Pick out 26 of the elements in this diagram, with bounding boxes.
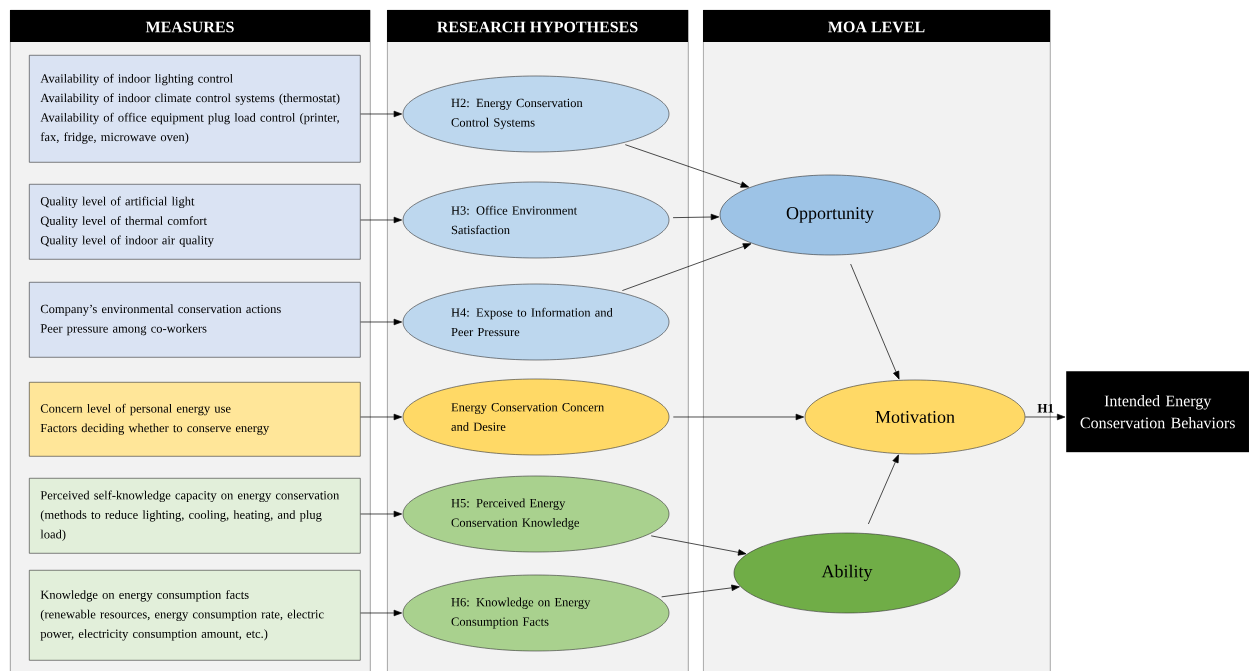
- measure-box: Quality level of artificial light Quality level of thermal comfort Quality level of indoor air quality: [29, 184, 361, 260]
- arrow: [661, 584, 740, 598]
- arrow: [360, 609, 403, 617]
- arrow: [1024, 413, 1066, 421]
- column-header: MOA LEVEL: [703, 10, 1050, 42]
- arrow: [360, 110, 403, 118]
- arrow: [360, 216, 403, 224]
- arrow: [672, 413, 805, 421]
- measure-box: Perceived self-knowledge capacity on energy conservation (methods to reduce lighting, cooling, heating, and plug load): [29, 478, 361, 554]
- measure-box: Company’s environmental conservation actions Peer pressure among co-workers: [29, 282, 361, 358]
- arrow: [650, 535, 747, 556]
- measure-box: Concern level of personal energy use Factors deciding whether to conserve energy: [29, 382, 361, 457]
- measure-box: Knowledge on energy consumption facts (renewable resources, energy consumption rate, electric power, electricity consumption amount, etc.): [29, 570, 361, 661]
- arrow: [622, 243, 752, 291]
- arrow: [868, 454, 899, 525]
- edge-label: H1: [1037, 403, 1054, 413]
- measure-box: Availability of indoor lighting control Availability of indoor climate control systems (thermostat) Availability of office equipment plug load control (printer, fax, fridge, microwave oven): [29, 55, 361, 163]
- column-header: RESEARCH HYPOTHESES: [387, 10, 688, 42]
- outcome-box: Intended Energy Conservation Behaviors: [1066, 371, 1249, 453]
- arrow: [360, 318, 403, 326]
- column-header: MEASURES: [10, 10, 370, 42]
- arrow: [850, 263, 900, 380]
- arrow: [360, 413, 403, 421]
- arrow: [672, 213, 720, 221]
- arrow: [624, 144, 750, 188]
- arrow: [360, 510, 403, 518]
